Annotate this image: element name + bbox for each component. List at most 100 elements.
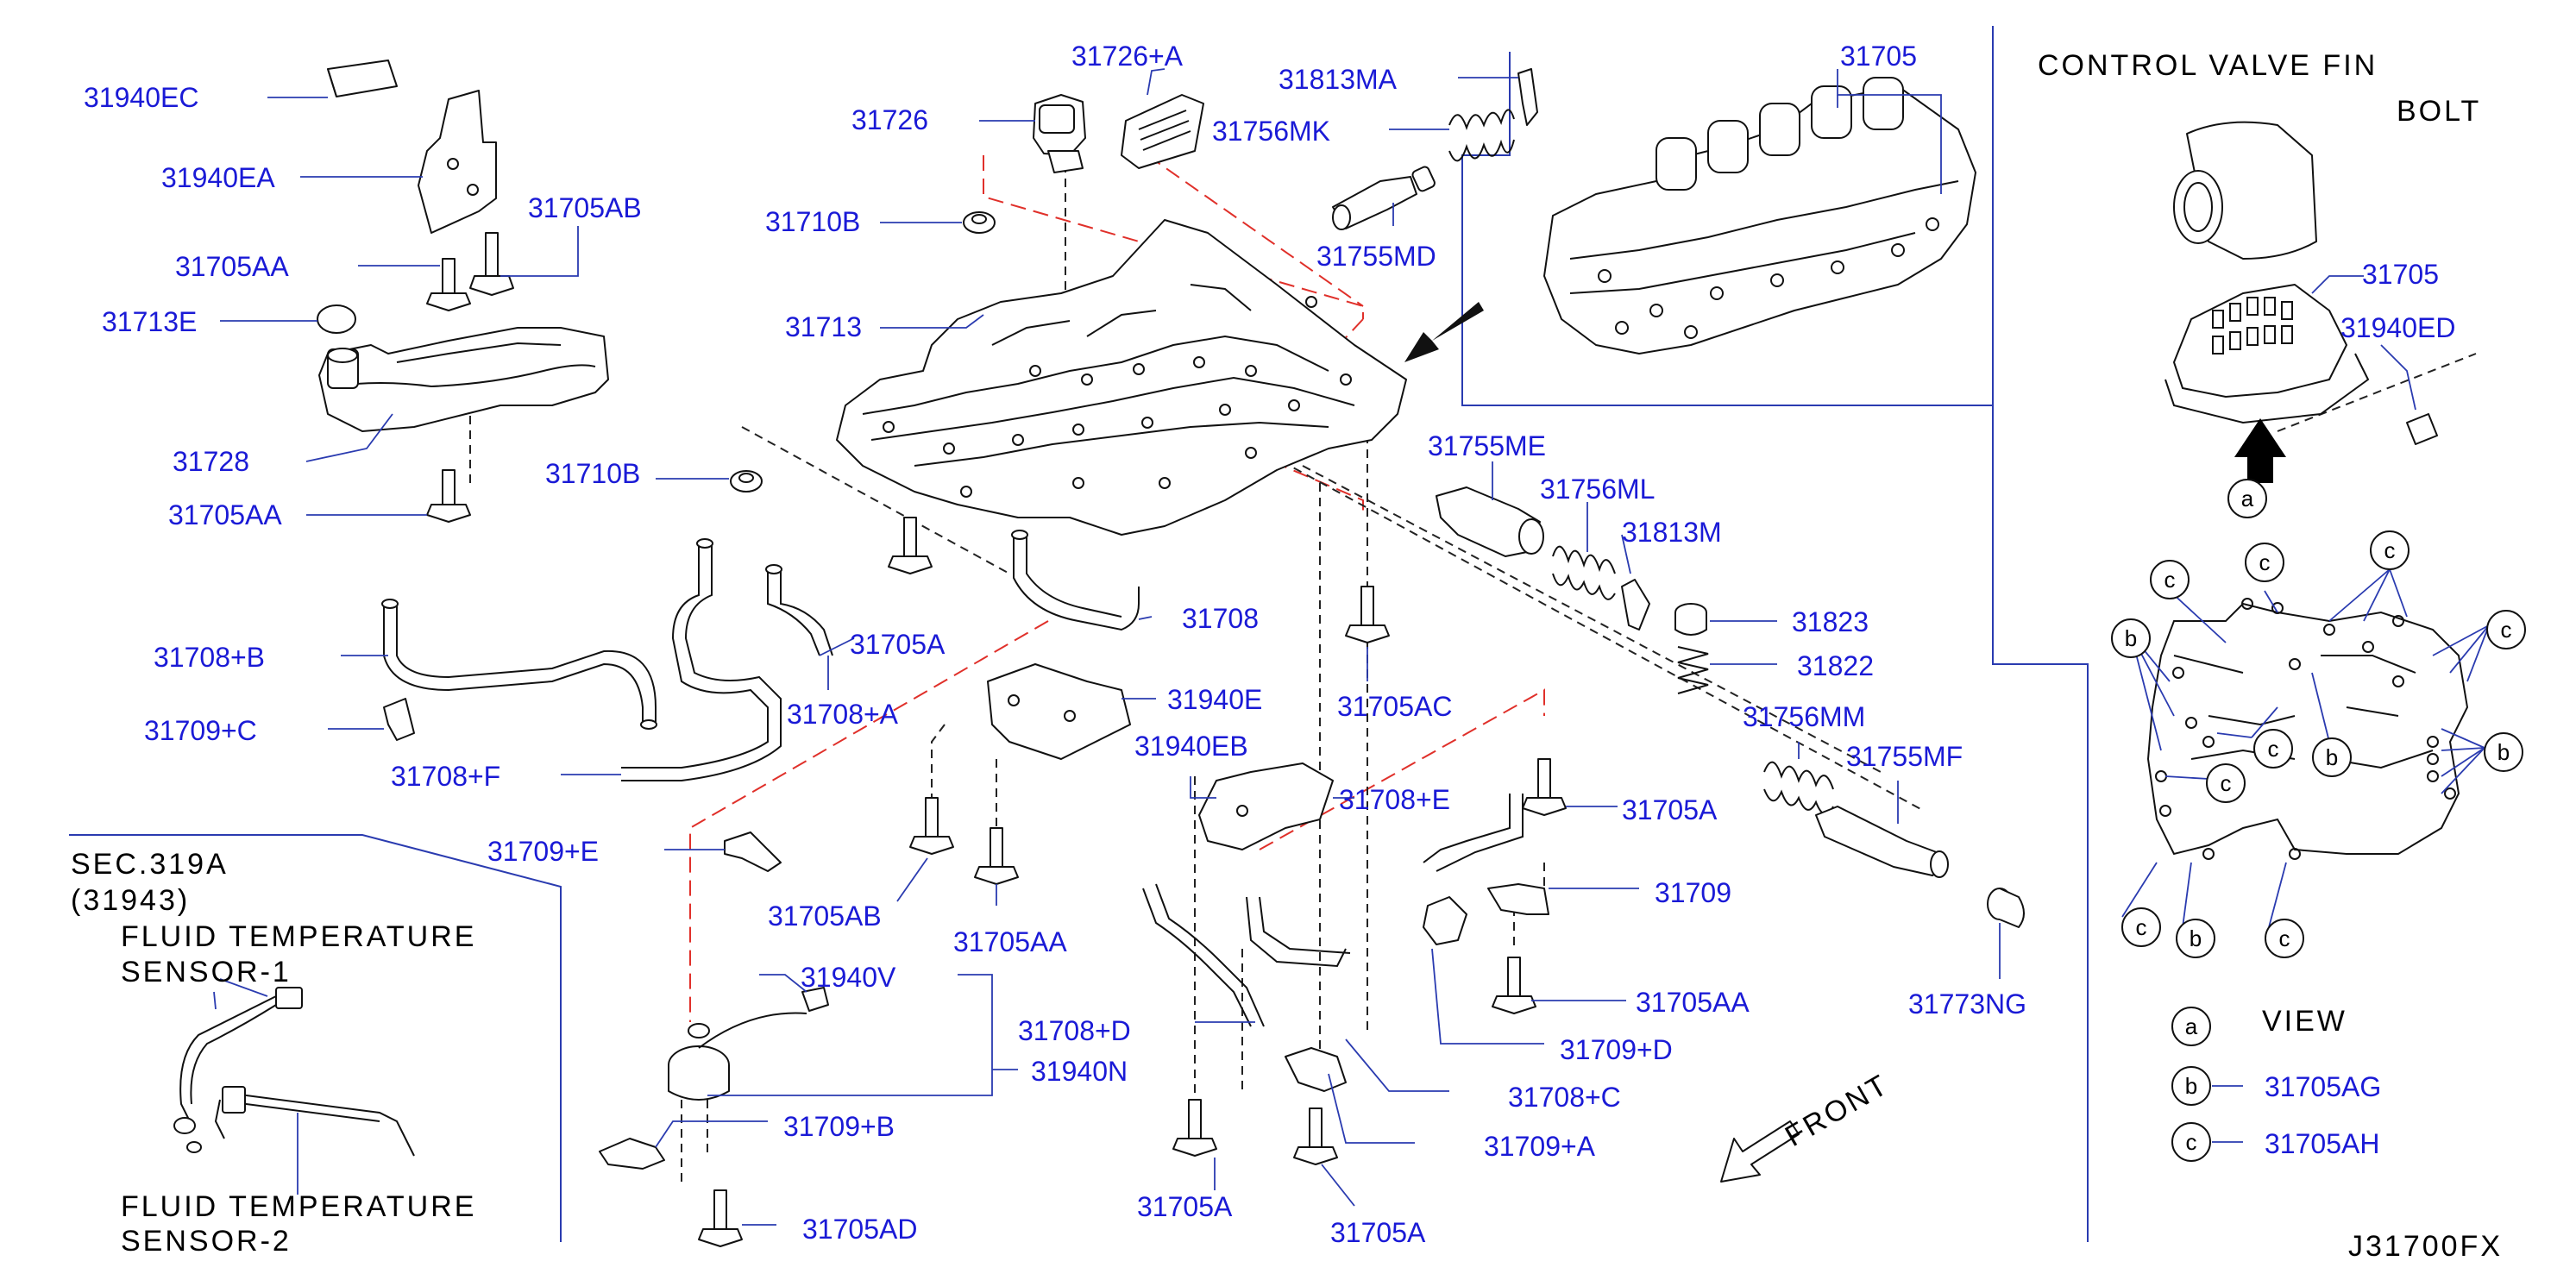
label-31756ML: 31756ML: [1540, 474, 1655, 505]
valve-31755MF: [1815, 806, 1949, 878]
oil-tube-31708B: [381, 599, 657, 730]
callout-c-3: c: [2370, 530, 2410, 570]
label-31713E: 31713E: [102, 306, 197, 337]
bolt-31705A-bot2: [1293, 1107, 1338, 1165]
label-31705AD: 31705AD: [802, 1214, 917, 1245]
valve-body-plate-31713: [836, 219, 1407, 536]
pipe-bracket-31709E: [724, 831, 782, 872]
valve-31755ME: [1436, 486, 1544, 557]
label-31709B: 31709+B: [783, 1111, 895, 1142]
bolt-31705AB-top: [469, 232, 514, 296]
bolt-31705AA-right: [1492, 957, 1536, 1014]
label-31755MF: 31755MF: [1846, 741, 1963, 772]
callout-c-7: c: [2121, 907, 2161, 947]
label-31940EB: 31940EB: [1134, 731, 1248, 762]
label-31940EC: 31940EC: [84, 82, 198, 113]
bolt-31705AA-mid: [426, 469, 471, 523]
label-31709: 31709: [1655, 877, 1731, 908]
callout-c-4: c: [2486, 610, 2526, 649]
label-31940ED: 31940ED: [2340, 312, 2455, 343]
label-31773NG: 31773NG: [1908, 988, 2026, 1020]
clip-31813MA: [1517, 68, 1538, 126]
svg-text:b: b: [2125, 625, 2137, 651]
callout-b-4: b: [2176, 919, 2215, 958]
bracket-part-31940EA: [418, 90, 497, 234]
bolt-31705AA-low: [974, 827, 1019, 885]
label-31708C: 31708+C: [1508, 1082, 1621, 1113]
svg-text:c: c: [2279, 925, 2290, 951]
solenoid-31726: [1033, 94, 1086, 173]
bolt-31705A-right: [1522, 758, 1567, 816]
oil-tube-31708A: [765, 564, 833, 656]
label-31705-view: 31705: [2362, 259, 2439, 290]
tube-31708C: [1246, 896, 1351, 968]
label-31705AB-top: 31705AB: [528, 192, 642, 223]
callout-b-1: b: [2111, 618, 2151, 658]
callout-b-3: b: [2484, 732, 2523, 772]
front-label: FRONT: [1780, 1068, 1894, 1153]
pad-31940ED: [2406, 413, 2438, 445]
label-31705A-mid: 31705A: [850, 629, 946, 660]
svg-text:c: c: [2221, 770, 2232, 796]
bracket-31709A: [1285, 1047, 1347, 1092]
label-31709D: 31709+D: [1560, 1034, 1673, 1065]
label-31708: 31708: [1182, 603, 1259, 634]
strainer-31728: [318, 327, 609, 432]
plug-31823: [1674, 603, 1707, 636]
svg-text:b: b: [2190, 925, 2202, 951]
control-valve-label-line1: CONTROL VALVE FIN: [2038, 49, 2378, 82]
clip-31813M: [1621, 579, 1650, 631]
diagram-code: J31700FX: [2348, 1230, 2503, 1263]
label-31940V: 31940V: [801, 962, 896, 993]
part-drawings: [173, 60, 2469, 1247]
control-valve-assembly-31705: [1543, 77, 1976, 355]
bolt-31705AA-top: [426, 258, 471, 311]
label-31940E: 31940E: [1167, 684, 1262, 715]
label-31710B-mid: 31710B: [545, 458, 640, 489]
legend-callout-c: c: [2171, 1122, 2211, 1162]
section-reference: SEC.319A: [71, 848, 229, 881]
legend-callout-a: a: [2171, 1007, 2211, 1046]
label-31726A: 31726+A: [1071, 41, 1184, 72]
label-31823: 31823: [1792, 606, 1869, 637]
label-31940EA: 31940EA: [161, 162, 275, 193]
spring-31756MK: [1448, 109, 1515, 162]
rubber-pad-part: [327, 60, 398, 97]
callout-circles: a c c c c b c b b c c b c a b c: [2111, 479, 2526, 1162]
label-31705AA-top: 31705AA: [175, 251, 289, 282]
label-31822: 31822: [1797, 650, 1874, 681]
label-31705AA-right: 31705AA: [1636, 987, 1750, 1018]
label-31755MD: 31755MD: [1316, 241, 1436, 272]
nut-31710B-mid: [730, 470, 763, 493]
label-31708E: 31708+E: [1339, 784, 1450, 815]
label-31705A-bot2: 31705A: [1330, 1217, 1426, 1248]
label-31705AA-low: 31705AA: [953, 926, 1067, 957]
svg-text:c: c: [2384, 537, 2396, 563]
nut-31710B-top: [963, 211, 996, 234]
svg-text:c: c: [2268, 736, 2279, 762]
part-number-labels: 31940EC 31940EA 31705AB 31705AA 31713E 3…: [84, 41, 2455, 1248]
leader-lines: [213, 68, 2490, 1226]
label-31705A-right: 31705A: [1622, 794, 1718, 825]
svg-text:c: c: [2136, 914, 2147, 940]
label-31705AA-mid: 31705AA: [168, 499, 282, 530]
label-31708F: 31708+F: [391, 761, 500, 792]
label-31940N: 31940N: [1031, 1056, 1128, 1087]
front-arrow: [1720, 1120, 1800, 1183]
control-valve-view-31705: [2164, 284, 2370, 424]
control-valve-label-line2: BOLT: [2397, 95, 2481, 128]
label-31756MM: 31756MM: [1743, 701, 1865, 732]
oil-tube-31708F: [621, 538, 782, 781]
oil-tube-31708: [1011, 530, 1140, 631]
solenoid-block-31726A: [1121, 94, 1204, 169]
view-label: VIEW: [2262, 1005, 2347, 1038]
callout-c-2: c: [2245, 543, 2284, 582]
svg-text:c: c: [2186, 1129, 2197, 1155]
svg-text:b: b: [2497, 739, 2510, 765]
callout-b-2: b: [2312, 737, 2352, 777]
valve-body-plan-view: [2146, 598, 2469, 860]
spring-31756MM: [1763, 761, 1834, 815]
tube-31708E: [1423, 794, 1524, 872]
legend-callout-b: b: [2171, 1066, 2211, 1106]
